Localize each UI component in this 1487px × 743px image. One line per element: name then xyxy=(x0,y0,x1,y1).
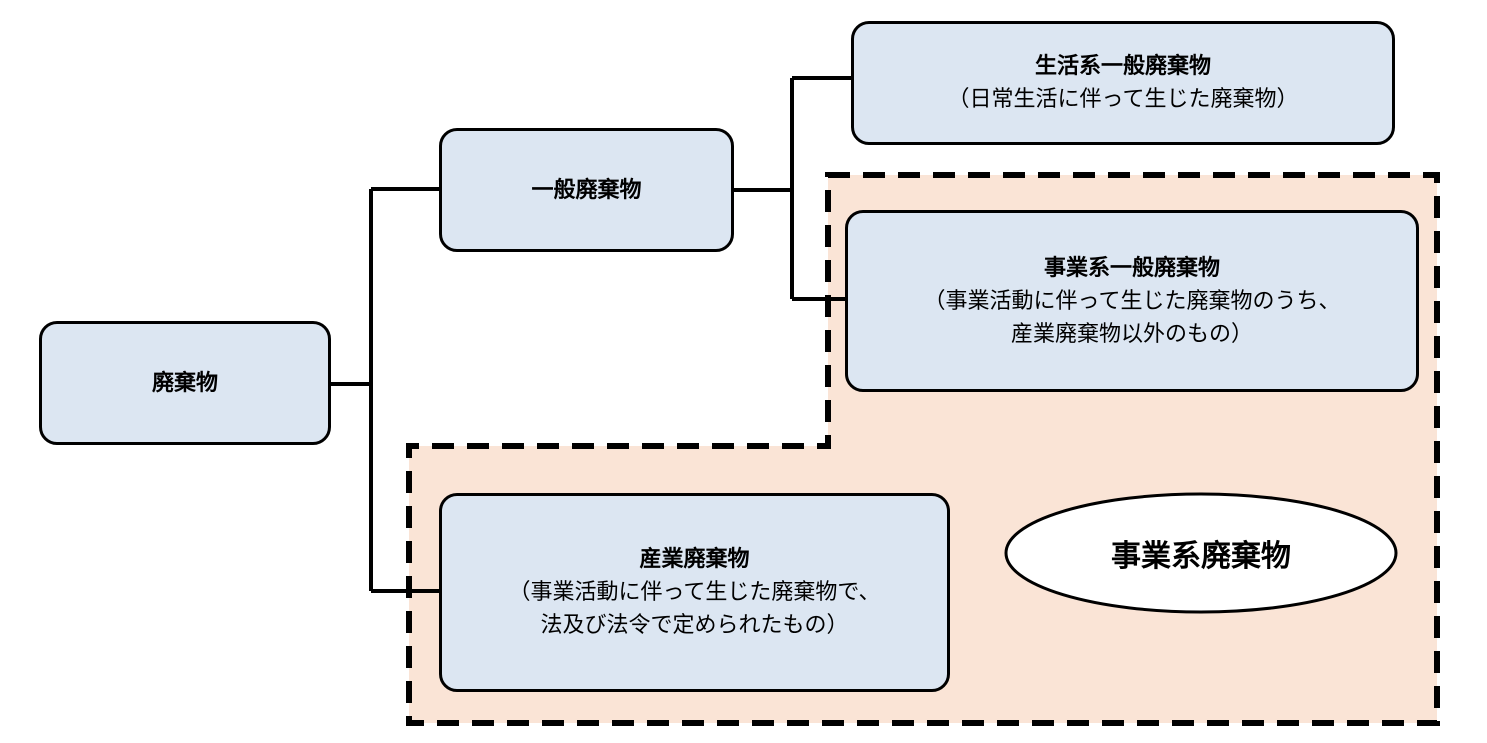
business-waste-ellipse xyxy=(1004,492,1398,614)
connector-lines xyxy=(330,76,852,593)
node-industrial-desc-line2: 法及び法令で定められたもの） xyxy=(540,613,849,638)
node-household-general-waste: 生活系一般廃棄物 （日常生活に伴って生じた廃棄物） xyxy=(851,21,1395,145)
business-waste-label: 事業系廃棄物 xyxy=(1111,539,1291,574)
node-household-desc: （日常生活に伴って生じた廃棄物） xyxy=(947,87,1299,112)
node-general-waste: 一般廃棄物 xyxy=(439,128,734,252)
node-industrial-title: 産業廃棄物 xyxy=(639,547,750,572)
node-waste-title: 廃棄物 xyxy=(151,370,218,396)
node-industrial-desc-line1: （事業活動に伴って生じた廃棄物で、 xyxy=(508,580,881,605)
node-business-general-desc-line2: 産業廃棄物以外のもの） xyxy=(1010,321,1253,347)
node-industrial-waste: 産業廃棄物 （事業活動に伴って生じた廃棄物で、 法及び法令で定められたもの） xyxy=(439,493,950,692)
node-business-general-title: 事業系一般廃棄物 xyxy=(1043,255,1220,281)
node-business-general-desc-line1: （事業活動に伴って生じた廃棄物のうち、 xyxy=(923,288,1341,314)
node-household-title: 生活系一般廃棄物 xyxy=(1034,54,1211,79)
node-business-general-waste: 事業系一般廃棄物 （事業活動に伴って生じた廃棄物のうち、 産業廃棄物以外のもの） xyxy=(845,210,1419,392)
node-waste: 廃棄物 xyxy=(39,321,331,445)
node-general-waste-title: 一般廃棄物 xyxy=(531,177,642,203)
